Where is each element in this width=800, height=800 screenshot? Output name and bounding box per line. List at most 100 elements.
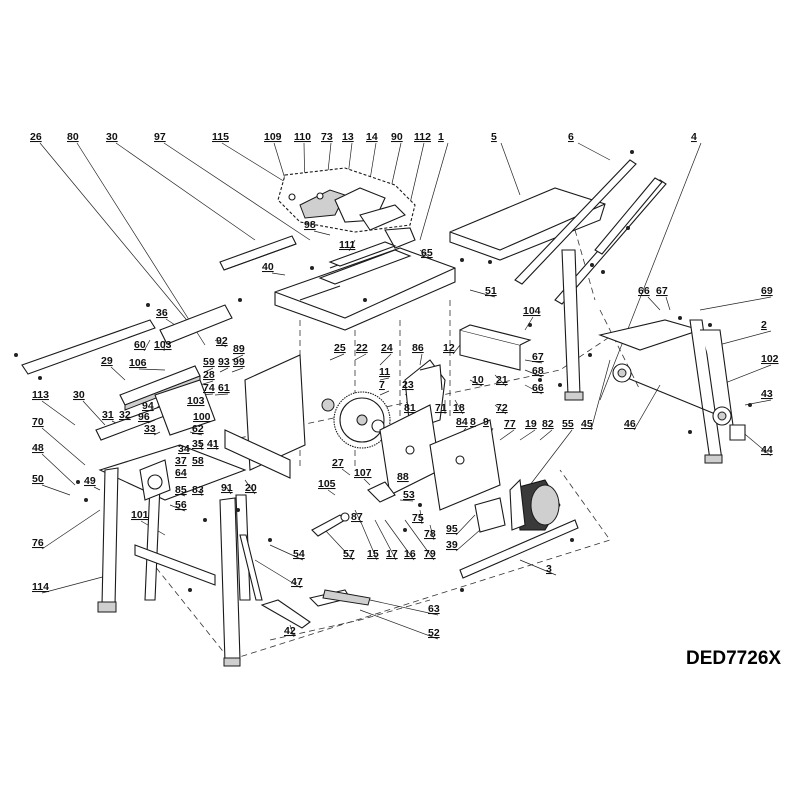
leader-line-39	[455, 529, 481, 552]
callout-70: 70	[32, 416, 44, 428]
leader-line-67	[665, 296, 671, 311]
callout-7: 7	[379, 379, 385, 391]
callout-59: 59	[203, 356, 215, 368]
callout-74: 74	[203, 382, 215, 394]
callout-66: 66	[638, 285, 650, 297]
callout-64: 64	[175, 467, 187, 479]
callout-4: 4	[691, 131, 697, 143]
callout-61: 61	[218, 382, 230, 394]
callout-29: 29	[101, 355, 113, 367]
callout-89: 89	[233, 343, 245, 355]
leader-line-19	[519, 429, 536, 441]
wrench-tools	[260, 589, 371, 629]
leader-line-103	[163, 339, 166, 352]
callout-62: 62	[192, 423, 204, 435]
leader-line-7	[379, 390, 390, 396]
leader-line-24	[379, 353, 392, 366]
callout-2: 2	[761, 319, 767, 331]
callout-48: 48	[32, 442, 44, 454]
callout-9: 9	[483, 416, 489, 428]
leader-line-10	[469, 379, 483, 387]
leader-line-86	[419, 353, 423, 366]
leader-line-91	[224, 484, 232, 495]
callout-79: 79	[424, 548, 436, 560]
callout-102: 102	[761, 353, 779, 365]
callout-47: 47	[291, 576, 303, 588]
main-table-top	[274, 247, 456, 331]
leader-line-33	[153, 431, 161, 436]
callout-44: 44	[761, 444, 773, 456]
callout-105: 105	[318, 478, 336, 490]
callout-5: 5	[491, 131, 497, 143]
callout-80: 80	[67, 131, 79, 143]
extension-support-rails	[514, 159, 667, 305]
wheel-axle	[612, 363, 746, 441]
callout-37: 37	[175, 455, 187, 467]
callout-113: 113	[32, 389, 49, 401]
leader-line-60	[143, 339, 151, 352]
callout-81: 81	[404, 402, 416, 414]
leader-line-95	[455, 514, 476, 536]
riving-knife	[384, 227, 416, 249]
leader-line-40	[271, 272, 286, 276]
callout-99: 99	[233, 356, 245, 368]
leader-line-76	[41, 509, 101, 550]
callout-92: 92	[216, 335, 228, 347]
callout-46: 46	[624, 418, 636, 430]
callout-21: 21	[496, 374, 508, 386]
leader-line-6	[577, 142, 611, 161]
callout-104: 104	[523, 305, 541, 317]
callout-97: 97	[154, 131, 166, 143]
callout-14: 14	[366, 131, 378, 143]
leader-line-48	[41, 453, 76, 486]
leader-line-102	[719, 364, 772, 386]
callout-33: 33	[144, 423, 156, 435]
leader-line-113	[41, 400, 76, 426]
lower-rail-3	[459, 519, 579, 579]
leader-line-79	[404, 519, 435, 561]
fence-rail-30	[219, 235, 297, 271]
leader-line-22	[354, 353, 367, 361]
callout-30: 30	[73, 389, 85, 401]
table-insert	[328, 241, 397, 267]
callout-32: 32	[119, 409, 131, 421]
leader-line-15	[359, 519, 378, 561]
callout-106: 106	[129, 357, 147, 369]
callout-96: 96	[138, 411, 150, 423]
leader-line-68	[524, 369, 543, 378]
leader-line-83	[199, 489, 203, 497]
callout-8: 8	[470, 416, 476, 428]
callout-19: 19	[525, 418, 537, 430]
callout-107: 107	[354, 467, 372, 479]
callout-24: 24	[381, 342, 393, 354]
callout-87: 87	[351, 511, 363, 523]
callout-75: 75	[412, 512, 424, 524]
leader-line-30	[115, 142, 256, 241]
callout-85: 85	[175, 484, 187, 496]
callout-28: 28	[203, 369, 215, 381]
extension-leg	[561, 249, 584, 401]
leader-line-26	[39, 142, 196, 331]
callout-60: 60	[134, 339, 146, 351]
callout-10: 10	[472, 374, 484, 386]
leader-line-67	[524, 359, 543, 364]
leader-line-53	[399, 499, 414, 502]
leader-line-92	[214, 339, 227, 348]
leader-line-93	[219, 367, 229, 373]
motor	[509, 478, 561, 531]
sliding-fence	[95, 365, 216, 441]
saw-blade	[321, 391, 391, 449]
callout-50: 50	[32, 473, 44, 485]
callout-93: 93	[218, 356, 230, 368]
switch-box	[139, 459, 171, 501]
leader-line-56	[169, 504, 186, 512]
leader-lines	[39, 142, 772, 640]
callout-42: 42	[284, 625, 296, 637]
leader-line-46	[633, 384, 661, 431]
callout-112: 112	[414, 131, 431, 143]
callout-82: 82	[542, 418, 554, 430]
leader-line-80	[76, 142, 206, 346]
leader-line-89	[231, 354, 244, 361]
callout-84: 84	[456, 416, 468, 428]
